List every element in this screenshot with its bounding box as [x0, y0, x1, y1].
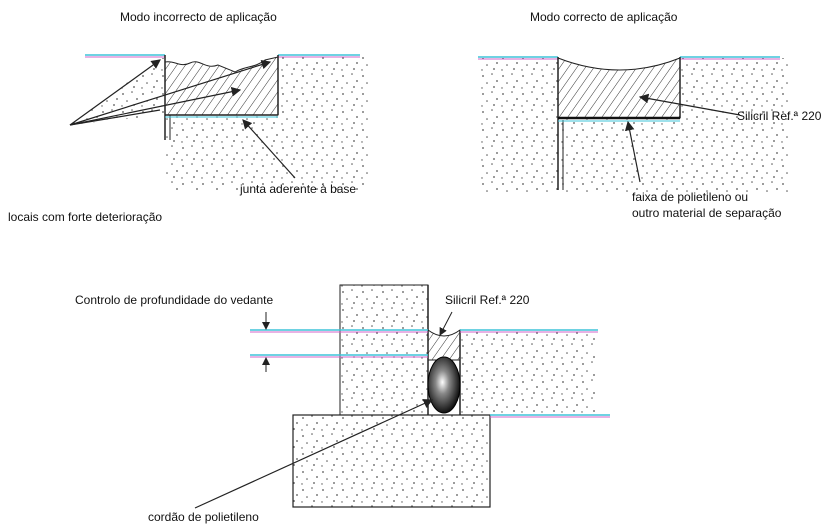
upper-right-block [460, 330, 595, 415]
correct-strip-label-line2: outro material de separação [632, 206, 782, 220]
incorrect-locations-label: locais com forte deterioração [8, 210, 163, 224]
correct-product-label: Silicril Ref.ª 220 [737, 109, 822, 123]
substrate-right-upper [278, 57, 370, 115]
substrate-right-upper-correct [680, 58, 790, 193]
substrate-right-correct [558, 118, 680, 193]
base-block [292, 414, 491, 508]
sealant-correct [557, 57, 681, 119]
correct-title: Modo correcto de aplicação [530, 10, 678, 24]
sealant-incorrect [164, 56, 279, 116]
upper-left-block [339, 284, 429, 416]
depth-product-label: Silicril Ref.ª 220 [445, 293, 530, 307]
depth-diagram [194, 284, 610, 509]
substrate-left-correct [480, 58, 558, 193]
correct-strip-label-line1: faixa de polietileno ou [632, 190, 749, 204]
sealant-depth [427, 329, 461, 361]
incorrect-diagram [69, 54, 370, 190]
cord-label: cordão de polietileno [148, 510, 259, 524]
depth-control-label: Controlo de profundidade do vedante [75, 293, 274, 307]
correct-diagram [478, 56, 790, 193]
polyethylene-cord [427, 356, 461, 414]
incorrect-title: Modo incorrecto de aplicação [120, 10, 277, 24]
incorrect-joint-label: junta aderente à base [240, 182, 357, 196]
substrate-right [165, 115, 370, 190]
